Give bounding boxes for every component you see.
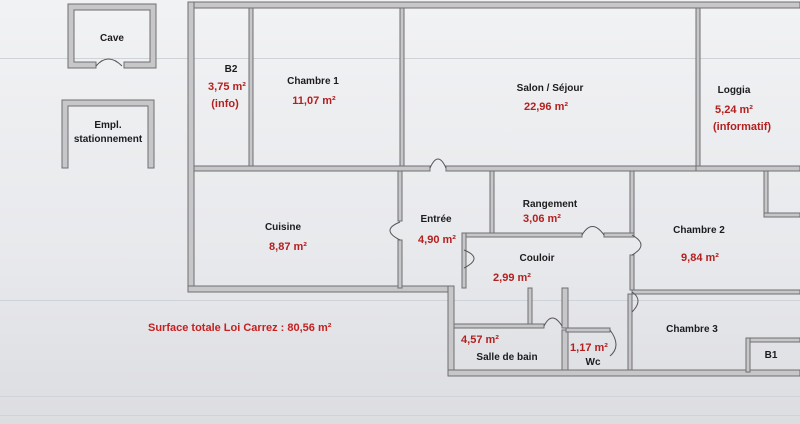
entree-label: Entrée	[420, 214, 452, 225]
couloir-area: 2,99 m²	[493, 272, 531, 284]
sdb-label: Salle de bain	[476, 352, 537, 363]
door-icon	[631, 234, 642, 256]
room-entree: Entrée 4,90 m²	[418, 214, 456, 246]
background-line	[0, 415, 800, 416]
b1-label: B1	[765, 350, 778, 361]
cuisine-area: 8,87 m²	[269, 241, 307, 253]
loggia-label: Loggia	[718, 85, 751, 96]
chambre2-area: 9,84 m²	[681, 252, 719, 264]
b2-note: (info)	[211, 98, 239, 110]
parking-label-line1: Empl.	[94, 120, 121, 131]
b2-area: 3,75 m²	[208, 81, 246, 93]
parking-space: Empl. stationnement	[61, 99, 155, 169]
background-line	[0, 396, 800, 397]
wc-label: Wc	[586, 357, 601, 368]
door-icon	[543, 317, 563, 327]
room-chambre-1: Chambre 1 11,07 m²	[287, 76, 339, 107]
door-icon	[581, 226, 605, 236]
room-rangement: Rangement 3,06 m²	[523, 199, 578, 225]
room-b2: B2 3,75 m² (info)	[208, 64, 246, 110]
cuisine-label: Cuisine	[265, 222, 302, 233]
loggia-note: (informatif)	[713, 121, 771, 133]
door-icon	[631, 291, 639, 313]
wc-area: 1,17 m²	[570, 342, 608, 354]
room-chambre-2: Chambre 2 9,84 m²	[673, 225, 725, 264]
chambre2-label: Chambre 2	[673, 225, 725, 236]
room-b1: B1	[765, 350, 778, 361]
background-line	[0, 300, 800, 301]
salon-area: 22,96 m²	[524, 101, 568, 113]
chambre1-area: 11,07 m²	[292, 95, 336, 107]
b2-label: B2	[225, 64, 238, 75]
room-salon: Salon / Séjour 22,96 m²	[517, 83, 584, 113]
entree-area: 4,90 m²	[418, 234, 456, 246]
room-cuisine: Cuisine 8,87 m²	[265, 222, 307, 253]
chambre3-label: Chambre 3	[666, 324, 718, 335]
door-icon	[463, 249, 475, 269]
room-couloir: Couloir 2,99 m²	[493, 253, 555, 284]
cave-room: Cave	[67, 3, 157, 69]
cave-label: Cave	[100, 33, 124, 44]
total-area-text: Surface totale Loi Carrez : 80,56 m²	[148, 322, 332, 334]
door-icon	[95, 58, 123, 67]
parking-label-line2: stationnement	[74, 134, 143, 145]
loggia-area: 5,24 m²	[715, 104, 753, 116]
couloir-label: Couloir	[520, 253, 555, 264]
rangement-label: Rangement	[523, 199, 578, 210]
apartment-walls	[187, 1, 800, 377]
room-salle-de-bain: 4,57 m² Salle de bain	[461, 334, 538, 363]
rangement-area: 3,06 m²	[523, 213, 561, 225]
room-loggia: Loggia 5,24 m² (informatif)	[713, 85, 771, 133]
door-icon	[609, 329, 617, 357]
salon-label: Salon / Séjour	[517, 83, 584, 94]
room-wc: 1,17 m² Wc	[570, 342, 608, 368]
room-chambre-3: Chambre 3	[666, 324, 718, 335]
door-icon	[389, 221, 401, 241]
door-icon	[429, 158, 447, 169]
sdb-area: 4,57 m²	[461, 334, 499, 346]
chambre1-label: Chambre 1	[287, 76, 339, 87]
